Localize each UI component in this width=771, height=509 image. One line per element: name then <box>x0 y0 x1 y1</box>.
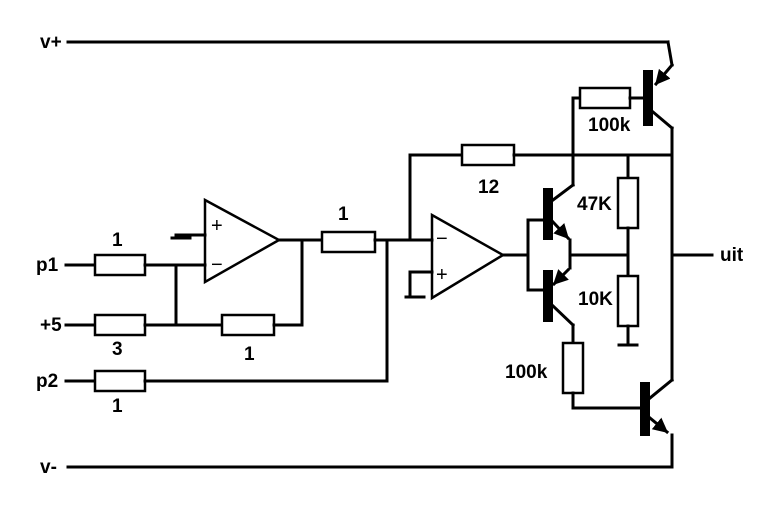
opamp-2 <box>404 212 547 301</box>
opamp-1 <box>170 197 324 285</box>
transistor-q3 <box>643 62 675 382</box>
transistor-q4 <box>640 377 675 436</box>
label-r-top-base: 100k <box>588 115 631 136</box>
label-v-minus: v- <box>40 457 57 478</box>
label-r-p2: 1 <box>112 396 123 417</box>
bias-resistor-10k <box>616 274 640 347</box>
resistor-p2-input <box>93 369 147 393</box>
opamp1-feedback <box>220 238 304 337</box>
base-resistor-upper <box>571 86 647 110</box>
label-r-middle: 1 <box>338 204 349 225</box>
label-r-feedback-1: 1 <box>244 344 255 365</box>
label-v-plus: v+ <box>40 32 62 53</box>
opamp1-sign-top: + <box>211 215 223 237</box>
resistor-feedback-1 <box>220 313 276 337</box>
v-minus-rail <box>66 433 674 469</box>
label-r-47k: 47K <box>577 194 612 215</box>
opamp1-sign-bottom: − <box>211 254 223 276</box>
opamp2-sign-bottom: + <box>436 264 448 286</box>
transistor-q2 <box>543 253 576 345</box>
label-p2: p2 <box>36 371 58 392</box>
opamp2-feedback <box>408 143 674 242</box>
resistor-p1-input <box>93 253 147 277</box>
label-r-10k: 10K <box>578 289 613 310</box>
label-r-bottom-base: 100k <box>505 362 548 383</box>
resistor-middle <box>320 230 377 254</box>
label-plus5: +5 <box>40 315 62 336</box>
label-output: uit <box>720 245 744 266</box>
label-r-plus5: 3 <box>112 339 123 360</box>
resistor-plus5-input <box>93 313 147 337</box>
label-p1: p1 <box>36 255 59 276</box>
input-plus5-branch <box>64 263 224 337</box>
base-resistor-lower <box>561 341 642 410</box>
input-p2-branch <box>64 238 389 393</box>
v-plus-rail <box>66 40 674 67</box>
input-p1-branch <box>64 253 207 277</box>
opamp2-sign-top: − <box>436 228 448 250</box>
bias-resistor-47k <box>616 153 640 278</box>
label-r-p1: 1 <box>112 230 123 251</box>
resistor-feedback-12 <box>460 143 516 167</box>
label-r-feedback-12: 12 <box>478 177 499 198</box>
transistor-q1 <box>543 98 576 257</box>
